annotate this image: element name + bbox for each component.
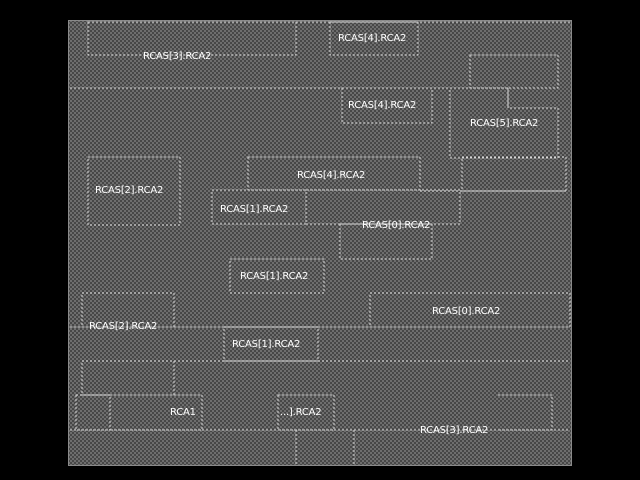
cell-outline xyxy=(87,21,297,56)
cell-label: RCA1 xyxy=(170,407,196,418)
cell-outline xyxy=(229,258,325,294)
cell-label: RCAS[1].RCA2 xyxy=(232,339,301,350)
cell-label: RCAS[1].RCA2 xyxy=(240,271,309,282)
cell-outline xyxy=(87,156,181,226)
die-area xyxy=(68,20,572,466)
cell-outline xyxy=(339,223,433,260)
cell-outline xyxy=(461,156,567,192)
cell-label: RCAS[2].RCA2 xyxy=(95,185,164,196)
cell-label: RCAS[5].RCA2 xyxy=(470,118,539,129)
cell-label: ...].RCA2 xyxy=(280,407,322,418)
cell-outline xyxy=(329,21,419,56)
cell-label: RCAS[3].RCA2 xyxy=(143,51,212,62)
cell-label: RCAS[2].RCA2 xyxy=(89,321,158,332)
cell-outline xyxy=(341,87,433,124)
cell-label: RCAS[1].RCA2 xyxy=(220,204,289,215)
cell-label: RCAS[4].RCA2 xyxy=(297,170,366,181)
cell-label: RCAS[4].RCA2 xyxy=(348,100,417,111)
cell-label: RCAS[4].RCA2 xyxy=(338,33,407,44)
cell-label: RCAS[0].RCA2 xyxy=(362,220,431,231)
cell-outline xyxy=(277,394,335,431)
cell-outline xyxy=(369,292,571,328)
cell-outline xyxy=(306,189,461,225)
cell-outline xyxy=(81,360,175,396)
cell-label: RCAS[0].RCA2 xyxy=(432,306,501,317)
cell-outline xyxy=(469,54,559,89)
cell-label: RCAS[3].RCA2 xyxy=(420,425,489,436)
cell-outline xyxy=(75,394,111,431)
cell-outline xyxy=(498,394,553,431)
